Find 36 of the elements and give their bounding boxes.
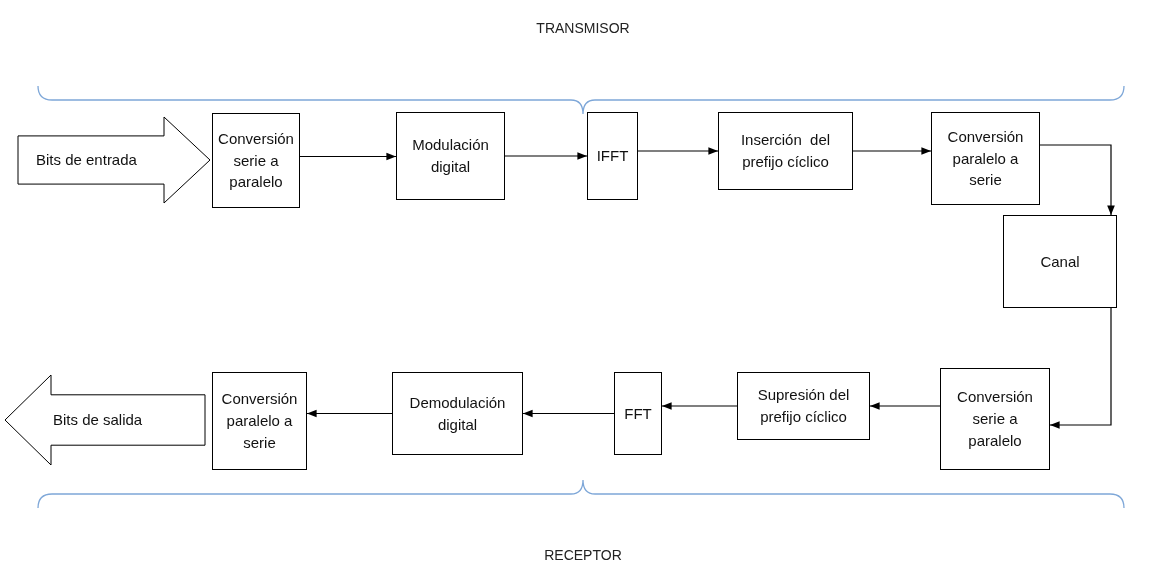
arrow [852,147,932,155]
arrow [504,152,588,160]
node-label: Modulación digital [411,135,490,177]
process-box [212,372,307,470]
arrow [637,147,719,155]
arrow [299,152,397,161]
node-label: IFFT [596,146,629,167]
arrow [306,409,393,418]
section-heading: TRANSMISOR [536,20,630,36]
process-box [392,372,523,455]
node-label: Canal [1040,251,1080,272]
process-box [587,112,638,200]
arrow [1049,307,1112,429]
process-box [737,372,870,440]
node-label: Conversión paralelo a serie [220,389,299,453]
arrow [522,409,615,418]
process-box [718,112,853,190]
node-label: Bits de entrada [36,150,137,171]
node-label: Conversión serie a paralelo [956,387,1034,451]
arrow [869,402,941,410]
node-label: Bits de salida [53,410,143,431]
process-box [931,112,1040,205]
process-box [614,372,662,455]
process-box [1003,215,1117,308]
process-box [940,368,1050,470]
section-heading: RECEPTOR [544,547,622,563]
node-label: Demodulación digital [408,392,507,435]
node-label: Conversión paralelo a serie [946,126,1025,191]
arrow [1039,144,1115,216]
node-label: Inserción del prefijo cíclico [739,130,832,172]
node-label: Conversión serie a paralelo [218,128,294,193]
arrow [661,402,738,410]
node-label: Supresión del prefijo cíclico [756,385,851,427]
process-box [396,112,505,200]
node-label: FFT [624,403,652,424]
process-box [212,113,300,208]
